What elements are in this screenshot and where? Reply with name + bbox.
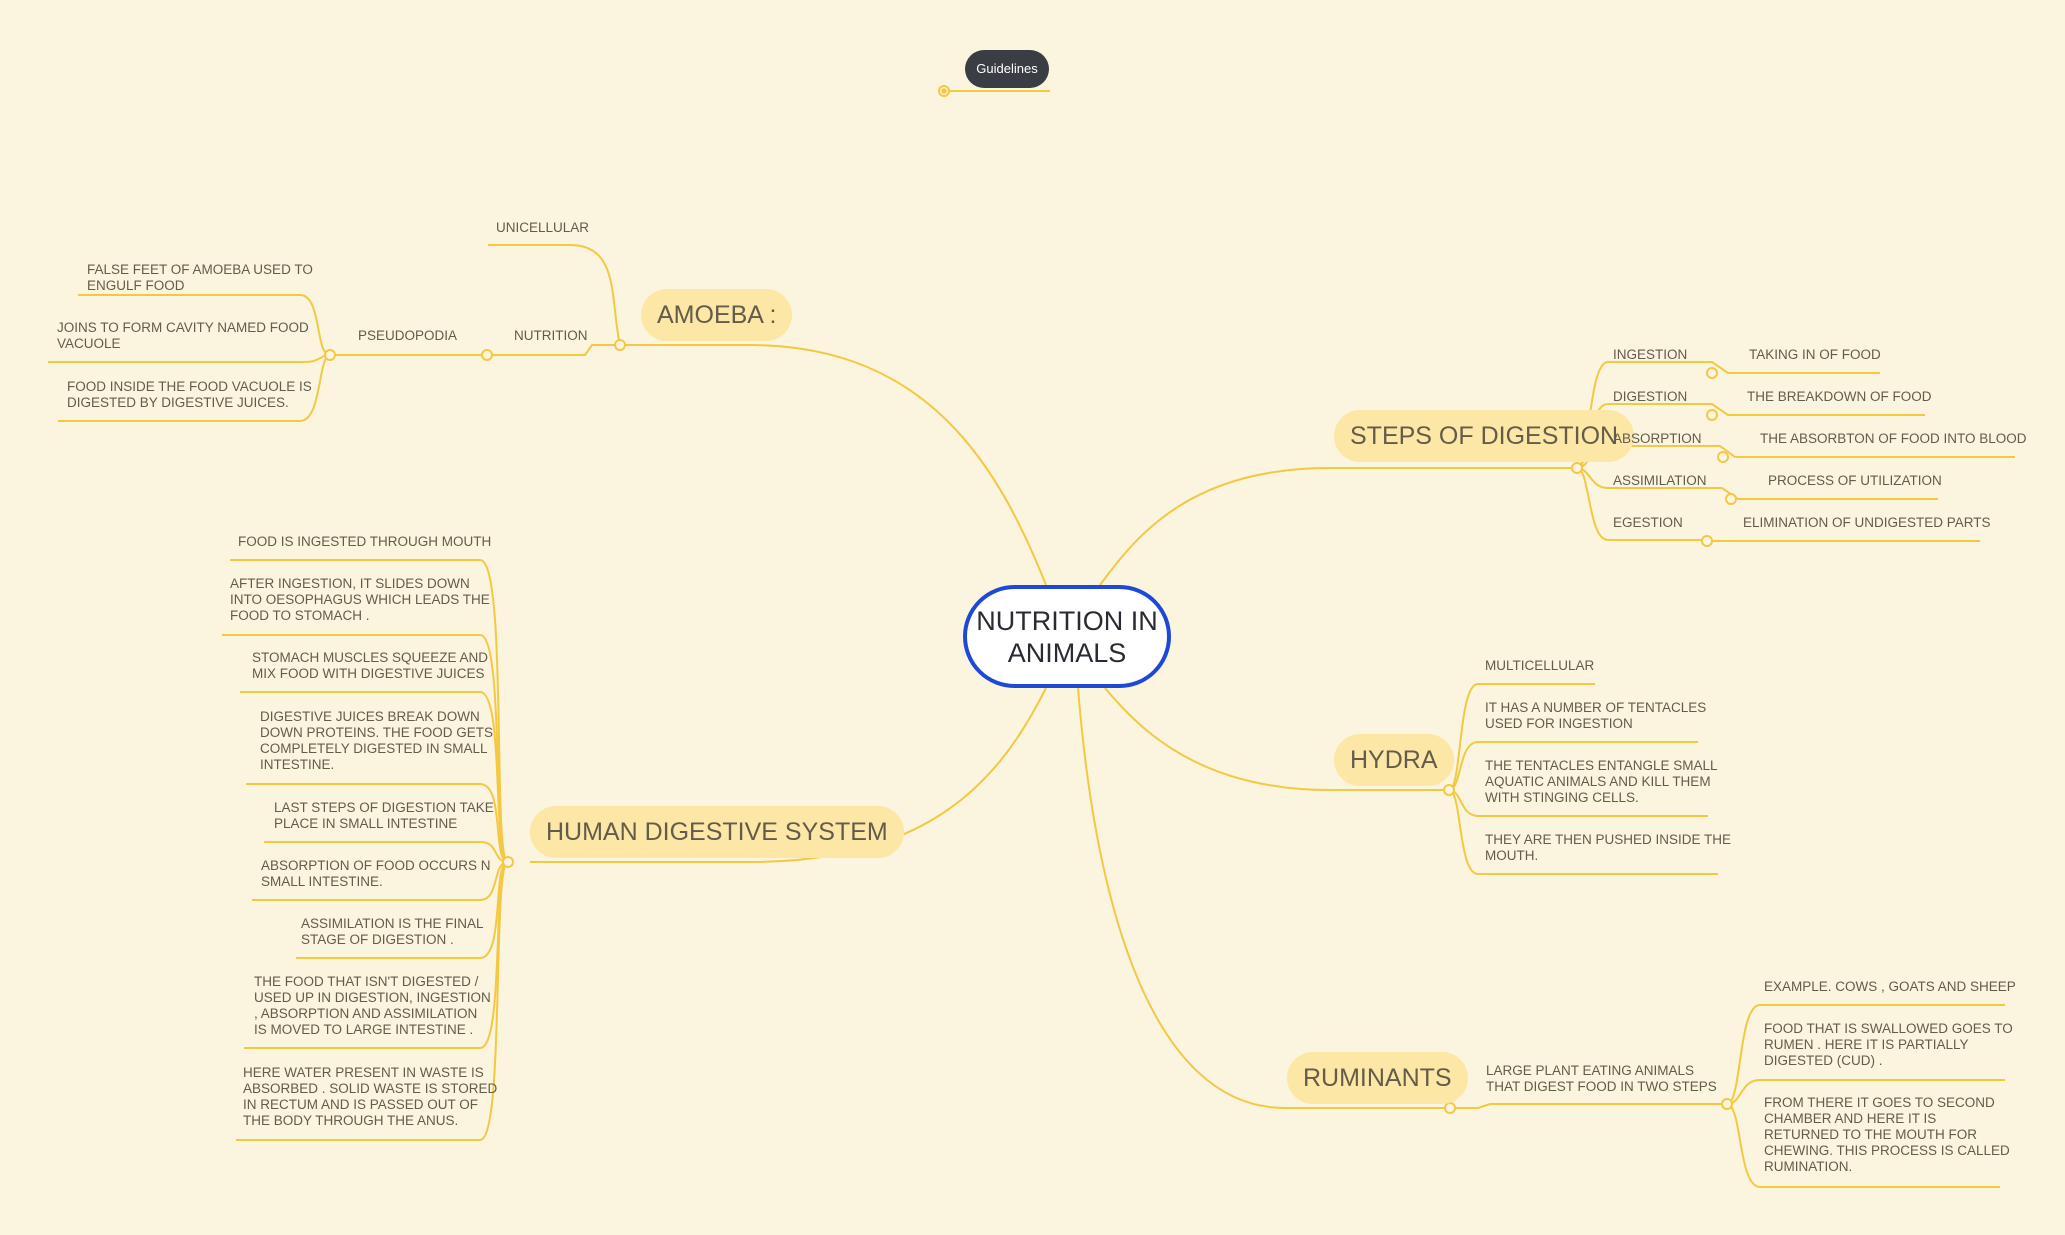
hydra-item-1[interactable]: MULTICELLULAR (1485, 658, 1595, 673)
human-item-8[interactable]: THE FOOD THAT ISN'T DIGESTED / USED UP I… (254, 974, 491, 1037)
human-item-1[interactable]: FOOD IS INGESTED THROUGH MOUTH (238, 534, 492, 549)
human-item-4[interactable]: DIGESTIVE JUICES BREAK DOWN DOWN PROTEIN… (260, 709, 494, 772)
human-item-6[interactable]: ABSORPTION OF FOOD OCCURS N SMALL INTEST… (261, 858, 491, 889)
step-digestion-desc[interactable]: THE BREAKDOWN OF FOOD (1747, 389, 1932, 404)
hydra-item-4[interactable]: THEY ARE THEN PUSHED INSIDE THE MOUTH. (1485, 832, 1732, 863)
root-topic[interactable]: NUTRITION IN ANIMALS (963, 585, 1171, 688)
step-egestion[interactable]: EGESTION (1613, 515, 1683, 530)
human-digestive-system-topic[interactable]: HUMAN DIGESTIVE SYSTEM (530, 806, 904, 858)
human-item-9[interactable]: HERE WATER PRESENT IN WASTE IS ABSORBED … (243, 1065, 498, 1128)
ruminants-item-3[interactable]: FROM THERE IT GOES TO SECOND CHAMBER AND… (1764, 1095, 2010, 1174)
hydra-item-3[interactable]: THE TENTACLES ENTANGLE SMALL AQUATIC ANI… (1485, 758, 1718, 805)
human-item-7[interactable]: ASSIMILATION IS THE FINAL STAGE OF DIGES… (301, 916, 484, 947)
step-ingestion[interactable]: INGESTION (1613, 347, 1688, 362)
guidelines-button[interactable]: Guidelines (965, 50, 1049, 88)
human-item-5[interactable]: LAST STEPS OF DIGESTION TAKE PLACE IN SM… (274, 800, 494, 831)
steps-of-digestion-topic[interactable]: STEPS OF DIGESTION (1334, 410, 1635, 462)
step-absorption[interactable]: ABSORPTION (1613, 431, 1702, 446)
step-egestion-desc[interactable]: ELIMINATION OF UNDIGESTED PARTS (1743, 515, 1991, 530)
amoeba-nutrition[interactable]: NUTRITION (514, 328, 588, 343)
amoeba-topic[interactable]: AMOEBA : (641, 289, 793, 341)
ruminants-item-2[interactable]: FOOD THAT IS SWALLOWED GOES TO RUMEN . H… (1764, 1021, 2013, 1068)
step-digestion[interactable]: DIGESTION (1613, 389, 1688, 404)
step-ingestion-desc[interactable]: TAKING IN OF FOOD (1749, 347, 1881, 362)
amoeba-pseudopodia[interactable]: PSEUDOPODIA (358, 328, 458, 343)
ruminants-topic[interactable]: RUMINANTS (1287, 1052, 1468, 1104)
step-assimilation[interactable]: ASSIMILATION (1613, 473, 1707, 488)
amoeba-detail-1[interactable]: FALSE FEET OF AMOEBA USED TO ENGULF FOOD (87, 262, 313, 293)
step-absorption-desc[interactable]: THE ABSORBTON OF FOOD INTO BLOOD (1760, 431, 2027, 446)
ruminants-item-1[interactable]: EXAMPLE. COWS , GOATS AND SHEEP (1764, 979, 2016, 994)
amoeba-detail-2[interactable]: JOINS TO FORM CAVITY NAMED FOOD VACUOLE (57, 320, 309, 351)
human-item-3[interactable]: STOMACH MUSCLES SQUEEZE AND MIX FOOD WIT… (252, 650, 489, 681)
human-item-2[interactable]: AFTER INGESTION, IT SLIDES DOWN INTO OES… (230, 576, 490, 623)
ruminants-summary[interactable]: LARGE PLANT EATING ANIMALS THAT DIGEST F… (1486, 1063, 1717, 1094)
amoeba-unicellular[interactable]: UNICELLULAR (496, 220, 590, 235)
hydra-topic[interactable]: HYDRA (1334, 734, 1454, 786)
step-assimilation-desc[interactable]: PROCESS OF UTILIZATION (1768, 473, 1942, 488)
amoeba-detail-3[interactable]: FOOD INSIDE THE FOOD VACUOLE IS DIGESTED… (67, 379, 312, 410)
hydra-item-2[interactable]: IT HAS A NUMBER OF TENTACLES USED FOR IN… (1485, 700, 1707, 731)
